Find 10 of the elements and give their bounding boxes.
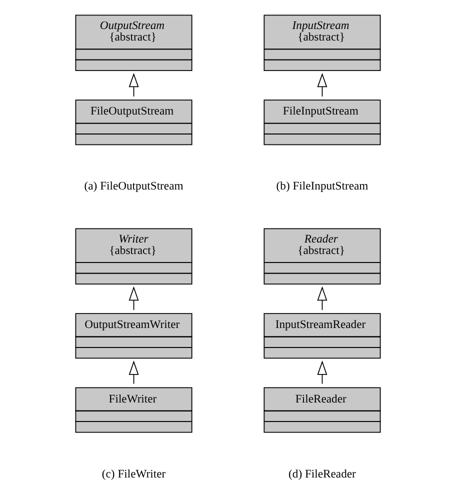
label: (a) FileOutputStream [84,180,183,193]
arrow [316,286,327,310]
arrow [316,72,327,97]
arrow [128,286,138,310]
arrow [316,360,327,384]
label: (d) FileReader [288,467,356,480]
arrow [128,72,138,97]
label: (c) FileWriter [101,467,166,480]
arrow [128,360,138,384]
label: (b) FileInputStream [276,180,368,193]
